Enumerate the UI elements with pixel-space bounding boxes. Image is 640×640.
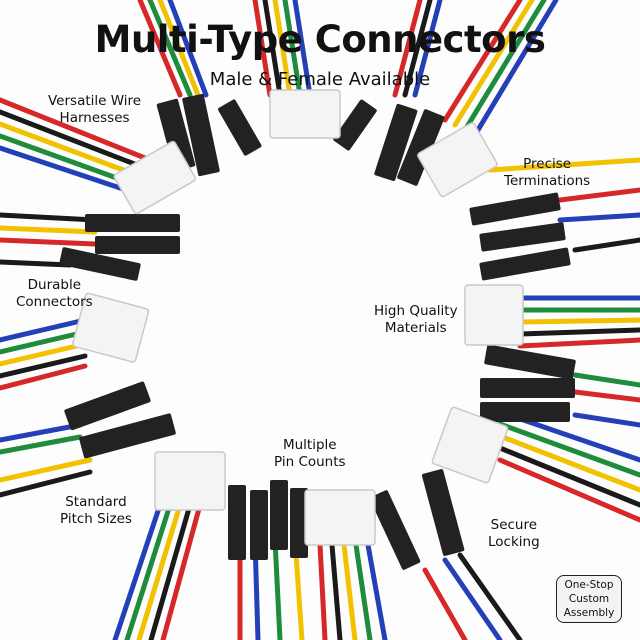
label-line: Connectors [16, 294, 93, 310]
label-line: Precise [523, 156, 572, 172]
label-line: Secure [490, 517, 538, 533]
badge-line: One-Stop [564, 579, 614, 591]
label-line: Versatile Wire [48, 93, 142, 109]
label-line: Terminations [504, 173, 591, 189]
label-line: Materials [384, 320, 447, 336]
label-versatile-wire-harnesses: Versatile Wire Harnesses [48, 93, 141, 127]
label-line: Harnesses [59, 110, 130, 126]
label-precise-terminations: Precise Terminations [504, 156, 590, 190]
label-line: Standard [65, 494, 127, 510]
badge-line: Assembly [563, 607, 615, 619]
label-durable-connectors: Durable Connectors [16, 277, 93, 311]
label-line: Pitch Sizes [60, 511, 132, 527]
label-line: Pin Counts [274, 454, 346, 470]
custom-assembly-badge: One-Stop Custom Assembly [556, 575, 622, 623]
label-secure-locking: Secure Locking [488, 517, 540, 551]
page-title: Multi-Type Connectors [94, 18, 546, 61]
badge-line: Custom [568, 593, 610, 605]
label-high-quality-materials: High Quality Materials [374, 303, 458, 337]
label-line: High Quality [374, 303, 458, 319]
label-line: Durable [27, 277, 82, 293]
label-standard-pitch-sizes: Standard Pitch Sizes [60, 494, 132, 528]
label-multiple-pin-counts: Multiple Pin Counts [274, 437, 346, 471]
label-line: Multiple [282, 437, 337, 453]
label-line: Locking [488, 534, 540, 550]
page-subtitle: Male & Female Available [209, 69, 431, 90]
